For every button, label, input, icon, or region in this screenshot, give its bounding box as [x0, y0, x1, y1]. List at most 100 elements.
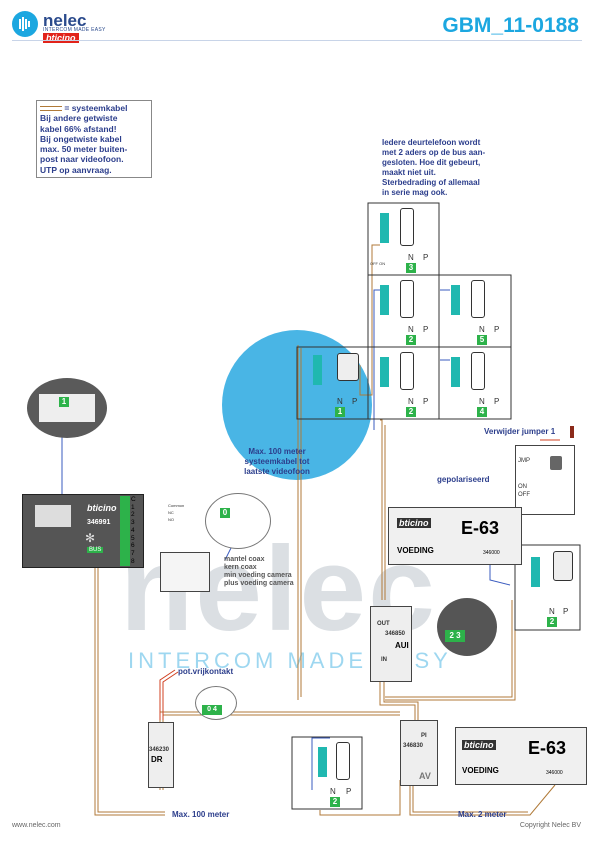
zoom-digit: 2 3 [445, 630, 465, 642]
bluetooth-icon: ✻ [85, 531, 96, 545]
p-label: P [423, 325, 429, 334]
legend-title: = systeemkabel [40, 103, 148, 113]
jumper-zoom: JMP ON OFF [515, 445, 575, 515]
legend-box: = systeemkabel Bij andere getwiste kabel… [36, 100, 152, 179]
brand-label: bticino [397, 518, 431, 528]
handset-icon [400, 208, 414, 246]
terminal-block [318, 747, 327, 777]
zoom-bubble-4: 0 4 [195, 686, 237, 720]
terminal-block [451, 357, 460, 387]
zoom-digit: 1 [59, 397, 69, 407]
logo-icon [12, 11, 38, 37]
name-label: VOEDING [462, 766, 499, 775]
out-label: OUT [377, 621, 390, 627]
av-module: PI 346830 AV [400, 720, 438, 786]
zoom-bubble-3: 2 3 [437, 598, 497, 656]
p-label: P [346, 787, 352, 796]
legend-line: kabel 66% afstand! [40, 123, 117, 134]
note-gepolariseerd: gepolariseerd [437, 475, 490, 484]
terminal-block [380, 285, 389, 315]
phone-number: 1 [335, 407, 345, 417]
logo-tagline: INTERCOM MADE EASY [43, 27, 106, 33]
phone-number: 3 [406, 263, 416, 273]
videophone-1: N P 1 [299, 349, 366, 417]
phone-2c: N P 2 [294, 739, 360, 807]
phone-number: 5 [477, 335, 487, 345]
handset-icon [400, 280, 414, 318]
p-label: P [423, 253, 429, 262]
n-label: N [549, 607, 555, 616]
logo-brand: bticino [43, 33, 79, 43]
jmp-label: JMP [518, 458, 530, 464]
code-label: 346991 [87, 519, 111, 526]
power-supply-e63-bottom: bticino E-63 VOEDING 346000 [455, 727, 587, 785]
terminal-block [313, 355, 322, 385]
terminal-block [451, 285, 460, 315]
handset-icon [336, 742, 350, 780]
n-label: N [330, 787, 336, 796]
phone-number: 2 [406, 335, 416, 345]
videophone-icon [337, 353, 359, 381]
handset-icon [471, 280, 485, 318]
name-label: AV [419, 771, 431, 781]
note-jumper: Verwijder jumper 1 [484, 427, 556, 436]
terminal-block [380, 213, 389, 243]
note-max100: Max. 100 meter systeemkabel tot laatste … [244, 447, 310, 476]
bus-label: BUS [87, 547, 104, 553]
brand-label: bticino [462, 740, 496, 750]
n-label: N [408, 253, 414, 262]
outdoor-terminals [120, 496, 130, 566]
handset-icon [471, 352, 485, 390]
p-label: P [494, 397, 500, 406]
note-max2: Max. 2 meter [458, 810, 507, 819]
phone-2a: N P 2 [370, 277, 437, 345]
document-code: GBM_11-0188 [442, 14, 579, 37]
code-label: 346830 [403, 743, 424, 749]
coax-connector [160, 552, 210, 592]
terminal-block [531, 557, 540, 587]
n-label: N [408, 397, 414, 406]
pi-label: PI [421, 733, 427, 739]
power-supply-e63-top: bticino E-63 VOEDING 346000 [388, 507, 522, 565]
legend-line: post naar videofoon. [40, 154, 124, 165]
note-max100-bottom: Max. 100 meter [172, 810, 230, 819]
p-label: P [563, 607, 569, 616]
name-label: VOEDING [397, 546, 434, 555]
phone-5: N P 5 [441, 277, 509, 345]
phone-number: 4 [477, 407, 487, 417]
code-label: 346000 [546, 770, 563, 776]
zoom-bubble-2: 0 [205, 493, 271, 549]
videophone-2: N P 2 [517, 547, 578, 628]
handset-icon [400, 352, 414, 390]
dr-module: 346230 DR [148, 722, 174, 788]
phone-4: N P 4 [441, 349, 509, 417]
offon-label: OFF ON [370, 261, 386, 266]
terminal-block [380, 357, 389, 387]
header-divider [12, 40, 582, 41]
jumper-icon [550, 456, 562, 470]
footer-website[interactable]: www.nelec.com [12, 822, 61, 829]
phone-number: 2 [547, 617, 557, 627]
legend-line: Bij andere getwiste [40, 113, 118, 124]
keypad-display [35, 505, 71, 527]
code-label: 346000 [483, 550, 500, 556]
p-label: P [423, 397, 429, 406]
n-label: N [408, 325, 414, 334]
model-label: E-63 [528, 738, 567, 758]
p-label: P [494, 325, 500, 334]
zoom-bubble-1: 1 [27, 378, 107, 438]
jumper-marker [570, 426, 574, 438]
n-label: N [479, 325, 485, 334]
phone-number: 2 [406, 407, 416, 417]
aui-module: OUT 346850 AUI IN [370, 606, 412, 682]
zoom-digit: 0 [220, 508, 230, 518]
zoom-panel: 1 [39, 394, 95, 422]
phone-2b: N P 2 [370, 349, 437, 417]
n-label: N [337, 397, 343, 406]
legend-line: max. 50 meter buiten- [40, 144, 128, 155]
legend-line: UTP op aanvraag. [40, 164, 112, 175]
code-label: 346230 [149, 747, 170, 753]
phone-number: 2 [330, 797, 340, 807]
